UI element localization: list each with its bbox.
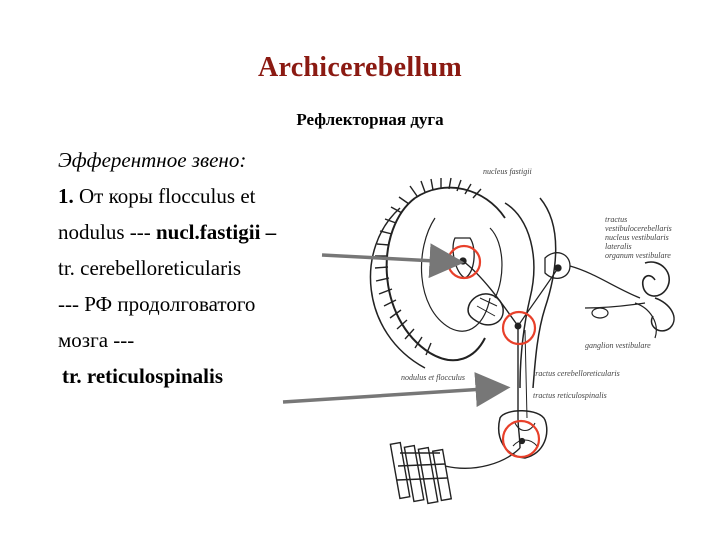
label-nucleus-vestibularis-2: lateralis xyxy=(605,242,632,251)
brainstem-outline xyxy=(505,203,534,388)
cerebellum-cortex xyxy=(370,178,505,368)
label-nucleus-vestibularis-1: nucleus vestibularis xyxy=(605,233,669,242)
cortex-lamellae xyxy=(375,178,481,355)
text-line-2-rest: От коры flocculus et xyxy=(74,184,256,208)
slide-title: Archicerebellum xyxy=(0,52,720,84)
text-line-5: --- РФ продолговатого xyxy=(58,286,378,322)
nucleus-fastigii xyxy=(453,238,474,278)
text-line-4: tr. cerebelloreticularis xyxy=(58,250,378,286)
text-line-3: nodulus --- nucl.fastigii – xyxy=(58,214,378,250)
slide-subtitle: Рефлекторная дуга xyxy=(0,110,720,130)
efferent-heading: Эфферентное звено: xyxy=(58,142,378,178)
tract-vestibulocerebellaris xyxy=(518,268,558,326)
label-ganglion-vestibulare: ganglion vestibulare xyxy=(585,341,651,350)
reticular-formation-neuron xyxy=(515,323,521,329)
spinal-cord xyxy=(499,411,547,458)
text-block: Эфферентное звено: 1. От коры flocculus … xyxy=(58,142,378,394)
label-tractus-cerebelloreticularis: tractus cerebelloreticularis xyxy=(533,369,620,378)
label-organum-vestibulare: organum vestibulare xyxy=(605,251,671,260)
text-line-7: tr. reticulospinalis xyxy=(58,358,378,394)
ganglion-vestibulare xyxy=(592,308,608,318)
reflex-arc-diagram: nucleus fastigii tractus vestibulocerebe… xyxy=(355,148,705,513)
label-nucleus-fastigii: nucleus fastigii xyxy=(483,167,532,176)
item-number: 1. xyxy=(58,184,74,208)
text-line-6: мозга --- xyxy=(58,322,378,358)
label-nodulus-flocculus: nodulus et flocculus xyxy=(401,373,465,382)
organum-vestibulare xyxy=(635,262,674,338)
muscle-fibers xyxy=(390,443,451,504)
text-line-3-plain: nodulus --- xyxy=(58,220,156,244)
label-tractus-1: tractus xyxy=(605,215,627,224)
label-tractus-2: vestibulocerebellaris xyxy=(605,224,672,233)
text-line-3-bold: nucl.fastigii – xyxy=(156,220,276,244)
text-line-2: 1. От коры flocculus et xyxy=(58,178,378,214)
label-tractus-reticulospinalis: tractus reticulospinalis xyxy=(533,391,607,400)
